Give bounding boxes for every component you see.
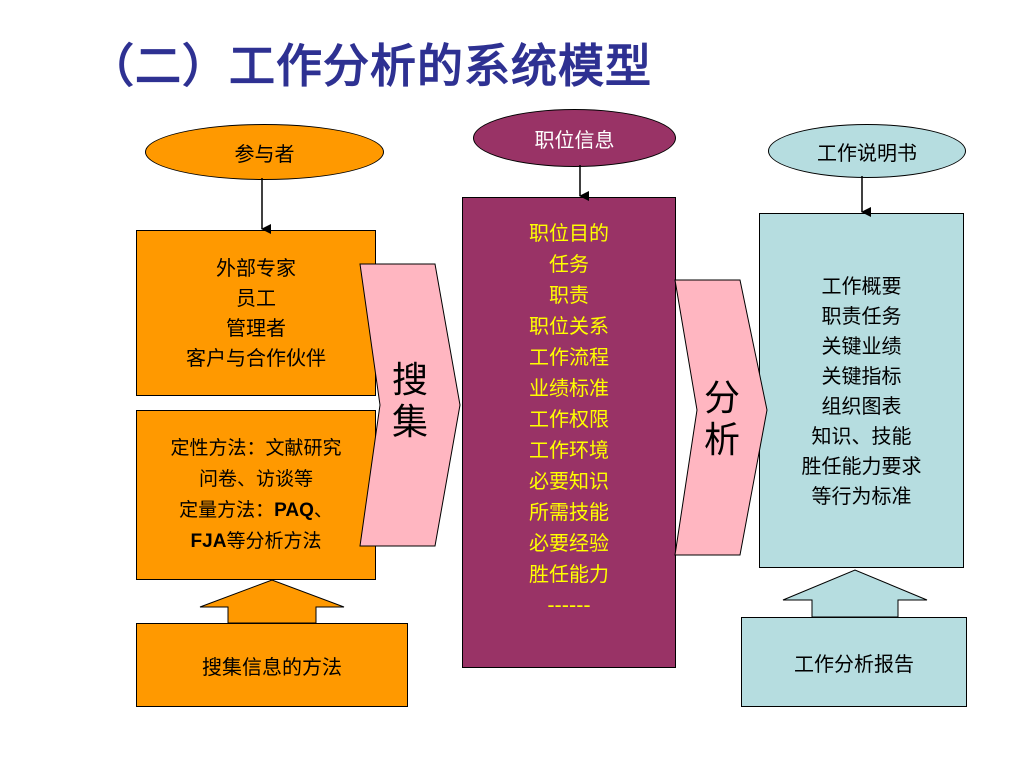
summary-item: 关键指标 [821, 363, 902, 388]
participant-item: 管理者 [226, 316, 286, 340]
position-info-item: 工作流程 [529, 345, 609, 369]
analyze-chevron-arrow [674, 279, 768, 556]
collect-chevron-arrow [359, 263, 461, 547]
position-info-oval: 职位信息 [473, 109, 676, 167]
job-description-oval: 工作说明书 [768, 124, 966, 178]
collect-methods-box: 搜集信息的方法 [136, 623, 408, 707]
position-info-item: 必要知识 [529, 469, 609, 493]
method-line: 定量方法：PAQ、 [170, 495, 341, 526]
position-info-item: 必要经验 [529, 531, 609, 555]
method-line: 问卷、访谈等 [198, 468, 313, 490]
up-arrow-report [782, 569, 928, 618]
position-info-item: 胜任能力 [529, 562, 609, 586]
summary-item: 胜任能力要求 [801, 453, 922, 478]
analyze-verb: 分 析 [697, 378, 747, 462]
page-title: （二）工作分析的系统模型 [88, 39, 652, 93]
position-info-item: 任务 [549, 252, 589, 276]
summary-item: 职责任务 [821, 303, 902, 328]
method-text: 、 [313, 499, 333, 521]
summary-item: 等行为标准 [811, 483, 912, 508]
job-description-label: 工作说明书 [817, 140, 917, 165]
method-line: FJA等分析方法 [170, 526, 341, 557]
participants-box: 外部专家 员工 管理者 客户与合作伙伴 [136, 230, 376, 396]
method-acronym-fja: FJA [190, 531, 227, 552]
summary-item: 组织图表 [821, 393, 902, 418]
collect-verb: 搜 集 [385, 360, 435, 444]
position-info-item: ------ [547, 593, 591, 617]
position-info-item: 职责 [549, 283, 589, 307]
method-line: 定性方法：文献研究 [170, 437, 342, 459]
summary-item: 工作概要 [821, 273, 902, 298]
position-info-item: 业绩标准 [529, 376, 609, 400]
report-box: 工作分析报告 [741, 617, 967, 707]
collect-methods-label: 搜集信息的方法 [202, 654, 342, 679]
method-text: 定量方法： [179, 499, 275, 521]
position-info-item: 工作权限 [529, 407, 609, 431]
participant-item: 客户与合作伙伴 [186, 346, 326, 370]
summary-item: 关键业绩 [821, 333, 902, 358]
collect-char: 搜 [391, 360, 428, 401]
job-summary-box: 工作概要 职责任务 关键业绩 关键指标 组织图表 知识、技能 胜任能力要求 等行… [759, 213, 964, 568]
up-arrow-methods [199, 579, 345, 624]
participant-item: 员工 [236, 286, 276, 310]
position-info-item: 所需技能 [529, 500, 609, 524]
position-info-item: 工作环境 [529, 438, 609, 462]
analyze-char: 分 [703, 378, 740, 419]
summary-item: 知识、技能 [811, 423, 912, 448]
collect-char: 集 [391, 402, 428, 443]
participants-label: 参与者 [234, 141, 295, 166]
position-info-item: 职位目的 [529, 221, 609, 245]
report-label: 工作分析报告 [794, 651, 914, 676]
method-acronym-paq: PAQ [274, 500, 314, 521]
analyze-char: 析 [703, 420, 740, 461]
participant-item: 外部专家 [216, 256, 296, 280]
method-text: 等分析方法 [226, 530, 322, 552]
position-info-item: 职位关系 [529, 314, 609, 338]
position-info-box: 职位目的 任务 职责 职位关系 工作流程 业绩标准 工作权限 工作环境 必要知识… [462, 197, 676, 668]
participants-oval: 参与者 [145, 124, 384, 180]
position-info-label: 职位信息 [534, 127, 615, 152]
